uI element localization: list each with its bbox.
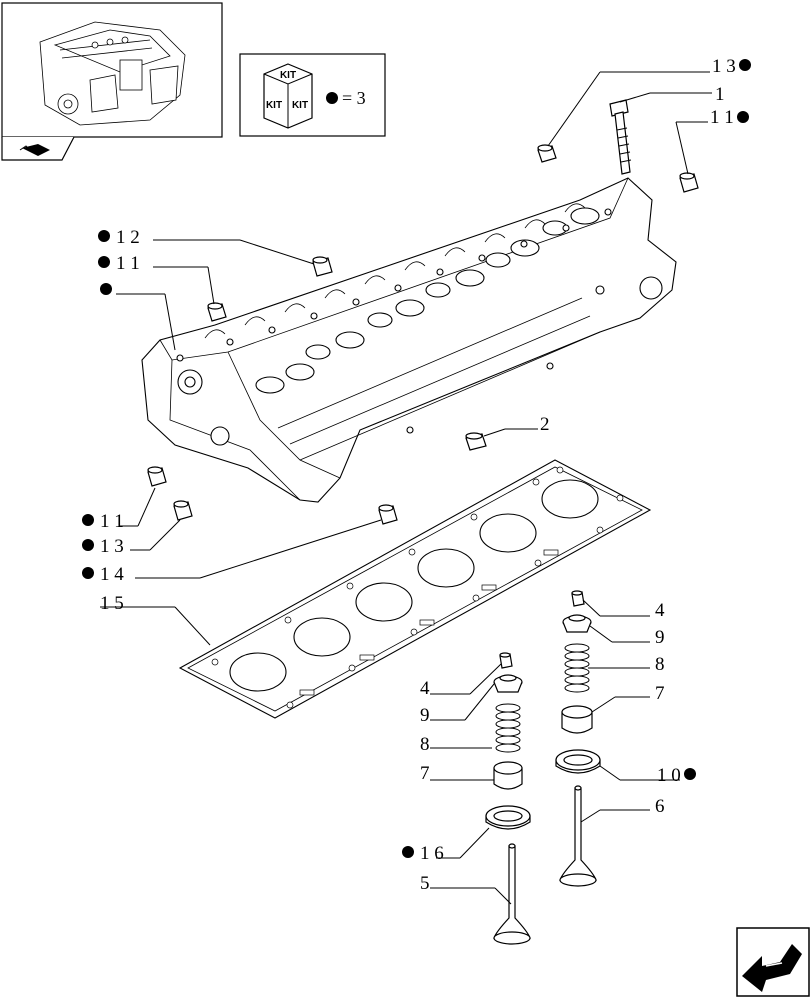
valve-keeper-4-right — [571, 590, 585, 607]
valve-train-right — [555, 590, 601, 887]
plug-13-top — [537, 144, 557, 163]
kit-marker-13-top — [739, 59, 751, 71]
plug-2 — [465, 432, 487, 451]
kit-cube-icon — [263, 63, 313, 129]
head-gasket — [178, 459, 652, 719]
leader-lines — [100, 71, 712, 905]
next-page-arrow-icon — [742, 944, 802, 992]
valve-train-left — [485, 652, 531, 945]
callout-5: 5 — [420, 873, 430, 894]
kit-cube-top-label: KIT — [280, 70, 296, 81]
callout-11-bottom: 1 1 — [100, 511, 124, 532]
callout-8-right: 8 — [655, 654, 665, 675]
kit-marker-14 — [82, 567, 94, 579]
next-page-button[interactable] — [736, 927, 810, 997]
callout-2: 2 — [540, 414, 550, 435]
callout-4-left: 4 — [420, 678, 430, 699]
callout-11-left: 1 1 — [116, 253, 140, 274]
valve-seal-7-right — [561, 705, 593, 734]
valve-6 — [559, 785, 597, 887]
valve-pockets — [177, 207, 663, 446]
spring-8-right — [564, 643, 590, 693]
callout-12: 1 2 — [116, 227, 140, 248]
callout-13-top: 1 3 — [712, 56, 736, 77]
cap-11-bottom — [147, 466, 167, 487]
cap-11-left — [207, 302, 227, 322]
kit-cube-right-label: KIT — [292, 100, 308, 111]
engine-thumbnail[interactable] — [1, 2, 223, 161]
spring-8-left — [495, 703, 521, 753]
kit-legend: KIT KIT KIT = 3 — [239, 53, 386, 137]
callout-7-right: 7 — [655, 683, 665, 704]
callout-14: 1 4 — [100, 564, 124, 585]
kit-marker-16 — [402, 846, 414, 858]
plug-14 — [378, 504, 398, 525]
kit-legend-equals: = 3 — [342, 88, 366, 108]
spring-retainer-9-right — [562, 614, 592, 633]
cylinder-head — [141, 177, 677, 503]
kit-marker-11-bottom — [82, 514, 94, 526]
bolt-holes — [176, 208, 612, 434]
camshaft-bumps — [204, 203, 586, 339]
kit-marker-11-left — [98, 256, 110, 268]
engine-thumbnail-image — [39, 21, 186, 126]
bolt-1 — [609, 99, 632, 175]
callout-10: 1 0 — [657, 765, 681, 786]
valve-seal-7-left — [493, 761, 523, 790]
callout-11-top: 1 1 — [710, 107, 734, 128]
filled-circle-icon — [326, 92, 338, 104]
callout-13-bottom: 1 3 — [100, 536, 124, 557]
cap-11-top — [679, 172, 699, 193]
folder-arrow-icon — [19, 144, 50, 156]
kit-cube-left-label: KIT — [266, 100, 282, 111]
kit-marker-11-top — [737, 111, 749, 123]
callout-16: 1 6 — [420, 843, 444, 864]
valve-seat-10-right — [555, 749, 601, 774]
callout-9-left: 9 — [420, 705, 430, 726]
kit-marker-head — [100, 283, 112, 295]
kit-marker-12 — [98, 230, 110, 242]
spring-retainer-9-left — [493, 674, 523, 693]
thumbnail-tab[interactable] — [1, 136, 75, 161]
plug-13-bottom — [173, 500, 193, 521]
callout-8-left: 8 — [420, 734, 430, 755]
callout-7-left: 7 — [420, 763, 430, 784]
callout-9-right: 9 — [655, 627, 665, 648]
valve-5 — [493, 843, 531, 945]
valve-seat-16 — [485, 805, 531, 830]
callout-1: 1 — [715, 84, 725, 105]
kit-marker-10 — [684, 768, 696, 780]
kit-markers — [82, 59, 751, 858]
callout-6: 6 — [655, 796, 665, 817]
plug-12 — [312, 256, 333, 277]
callout-labels: 1 3 1 1 1 1 2 1 1 2 1 1 1 3 1 4 1 5 4 9 … — [100, 56, 736, 894]
callout-4-right: 4 — [655, 600, 665, 621]
kit-marker-13-bottom — [82, 539, 94, 551]
valve-keeper-4-left — [499, 652, 513, 669]
callout-15: 1 5 — [100, 593, 124, 614]
